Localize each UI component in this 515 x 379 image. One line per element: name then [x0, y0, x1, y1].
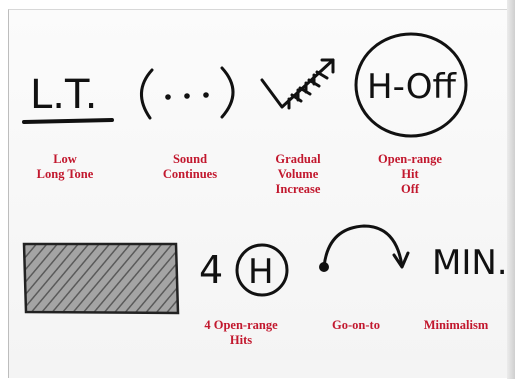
- hatched-block-symbol: [22, 242, 180, 315]
- go-on-to-arrow-icon: [319, 224, 410, 272]
- label-sound-continues: Sound Continues: [162, 152, 218, 181]
- symbol-sound-continues: [140, 66, 235, 120]
- gradual-increase-arrow-icon: [260, 58, 335, 110]
- board-edge: [507, 0, 515, 379]
- whiteboard-surface: [8, 9, 514, 378]
- label-go-on-to: Go-on-to: [332, 318, 380, 332]
- symbol-four-open-range-hits: 4 H: [199, 243, 289, 297]
- svg-text:H: H: [248, 252, 274, 292]
- label-gradual-volume-increase: Gradual Volume Increase: [275, 152, 321, 196]
- symbol-open-range-hit-off: H-Off: [354, 32, 468, 138]
- svg-text:4: 4: [199, 248, 223, 292]
- svg-text:L.T.: L.T.: [30, 72, 97, 118]
- label-low-long-tone: Low Long Tone: [36, 152, 94, 181]
- symbol-low-long-tone: L.T.: [22, 72, 114, 124]
- label-four-open-range-hits: 4 Open-range Hits: [204, 318, 278, 347]
- label-open-range-hit-off: Open-range Hit Off: [378, 152, 442, 196]
- svg-text:H-Off: H-Off: [367, 67, 458, 107]
- symbol-minimalism: MIN.: [432, 243, 508, 283]
- svg-text:MIN.: MIN.: [432, 243, 508, 283]
- label-minimalism: Minimalism: [423, 318, 489, 332]
